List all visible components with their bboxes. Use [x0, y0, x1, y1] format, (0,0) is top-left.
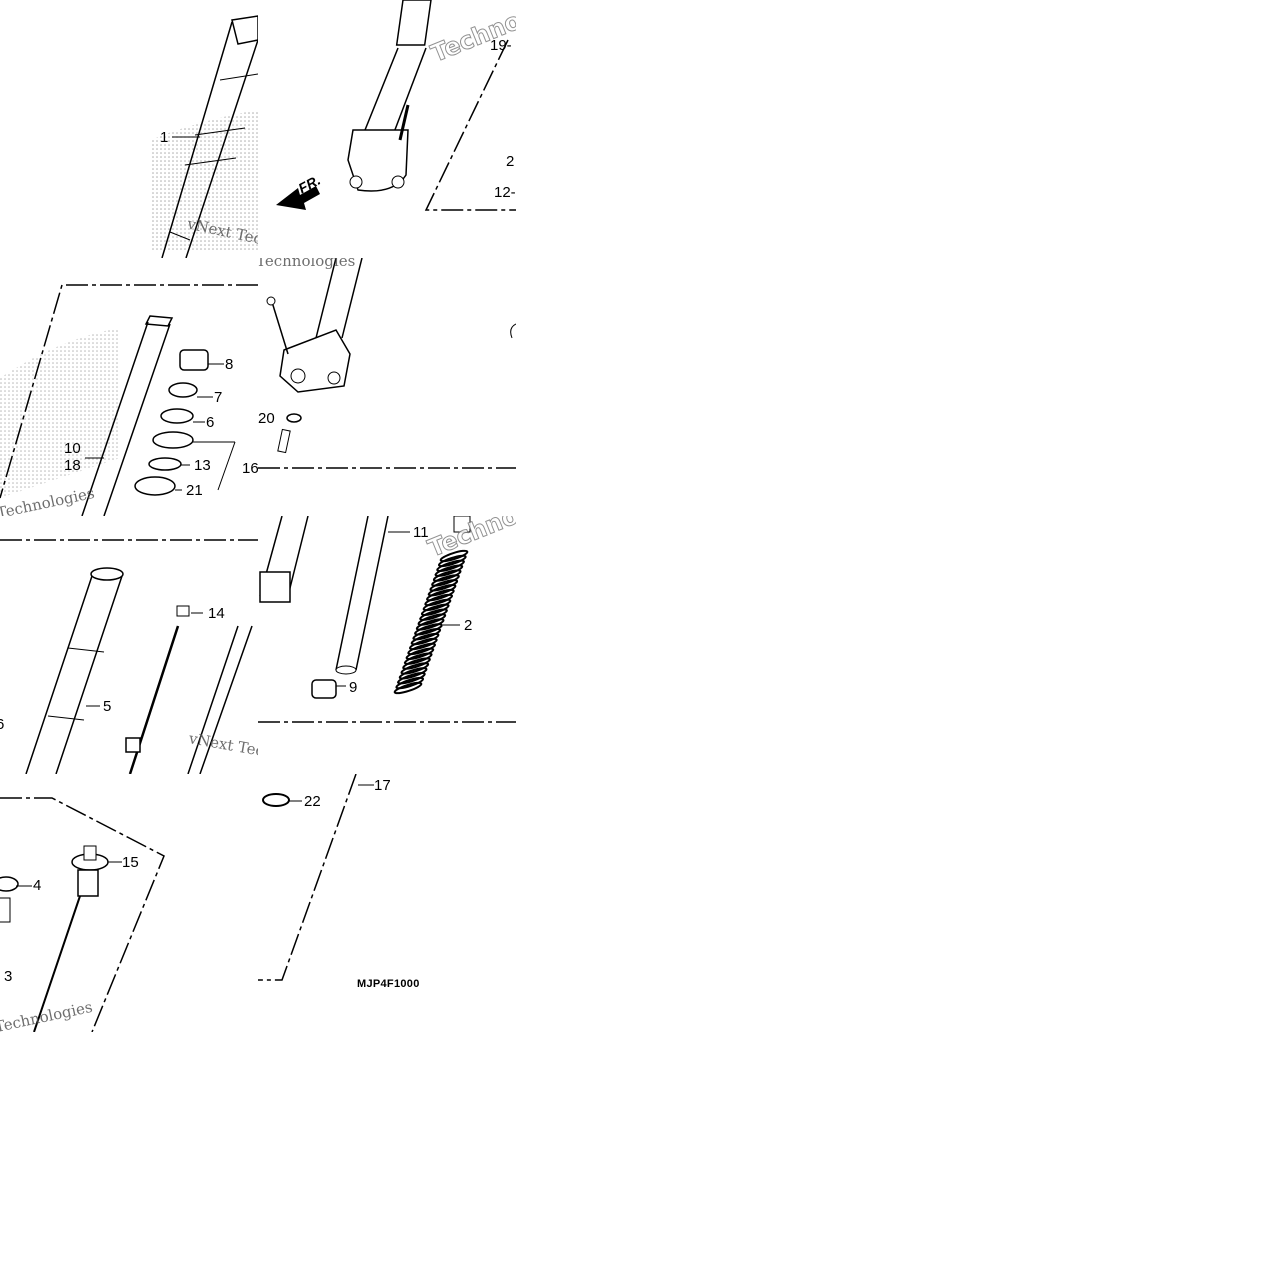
callout-10: 10	[64, 440, 81, 457]
spring-coil	[437, 554, 467, 568]
spring-coil	[419, 608, 448, 621]
tile-bracket: 20 Technologies	[258, 258, 516, 516]
callout-14: 14	[208, 605, 225, 622]
diagram-code: MJP4F1000	[357, 978, 420, 990]
spring-coil	[431, 574, 460, 587]
spring-coil	[426, 588, 455, 602]
spring-coil	[417, 613, 447, 626]
spring-coil	[422, 598, 452, 612]
bracket-drawing	[258, 258, 516, 469]
callout-13: 13	[194, 457, 211, 474]
spring-coil	[439, 549, 469, 563]
callout-4: 4	[33, 877, 42, 894]
spring-coil	[407, 642, 436, 656]
spring-coil	[397, 672, 426, 685]
spring-coil	[395, 676, 425, 690]
spring-coil	[408, 637, 438, 651]
callout-20: 20	[258, 410, 275, 427]
callout-3: 3	[4, 968, 13, 985]
spring-coil	[403, 652, 433, 665]
callout-9: 9	[349, 679, 358, 696]
callout-19: 19-	[490, 37, 512, 54]
callout-16: 16	[242, 460, 258, 477]
spring-coil	[398, 667, 428, 680]
tile-spring: 11 2 9 Techno	[258, 516, 516, 774]
spring-coil	[424, 593, 454, 607]
tile-seals: 8 7 6 10 18 13 16 21 Technologies	[0, 258, 258, 516]
spring-drawing	[258, 516, 516, 723]
spring-coil	[393, 681, 423, 695]
callout-2: 2	[464, 617, 473, 634]
callout-22: 22	[304, 793, 321, 810]
tile-oring: 22 17 MJP4F1000	[258, 774, 516, 1032]
callout-18: 18	[64, 457, 81, 474]
spring-coil	[420, 603, 450, 616]
callout-6: 6	[206, 414, 215, 431]
spring-coil	[427, 584, 457, 597]
spring-coil	[412, 628, 442, 641]
fork-assembly-drawing	[276, 0, 516, 211]
callout-5: 5	[103, 698, 112, 715]
tile-damper: 14 5 6 vNext Technologies	[0, 516, 258, 774]
spring-coil	[436, 559, 465, 572]
fork-cap-drawing	[0, 797, 165, 1032]
callout-11: 11	[413, 524, 429, 541]
callout-15: 15	[122, 854, 139, 871]
callout-2b: 2	[506, 153, 515, 170]
spring-coil	[415, 618, 445, 631]
callout-6-left: 6	[0, 716, 5, 733]
callout-8: 8	[225, 356, 234, 373]
seals-drawing	[0, 284, 258, 516]
damper-drawing	[0, 539, 258, 774]
spring-coil	[414, 623, 443, 636]
spring-coil	[429, 579, 459, 592]
watermark: Technologies	[258, 258, 356, 270]
spring-coil	[400, 662, 430, 675]
tile-fork-cap: 15 4 3 Technologies	[0, 774, 258, 1032]
spring-coil	[432, 569, 462, 582]
spring-coil	[434, 564, 464, 577]
fork-tube-drawing	[150, 15, 258, 258]
spring-coil	[402, 657, 431, 670]
callout-1: 1	[160, 129, 169, 146]
tile-fork-assembly: FR. 19- 2 12- Technologies	[258, 0, 516, 258]
callout-21: 21	[186, 482, 203, 499]
callout-12: 12-	[494, 184, 516, 201]
spring-coil	[405, 647, 435, 660]
spring-coils	[393, 549, 469, 695]
callout-17: 17	[374, 777, 391, 794]
callout-7: 7	[214, 389, 223, 406]
spring-coil	[410, 632, 440, 646]
oring-drawing	[258, 774, 374, 981]
tile-fork-tube: 1 vNext Technologies	[0, 0, 258, 258]
